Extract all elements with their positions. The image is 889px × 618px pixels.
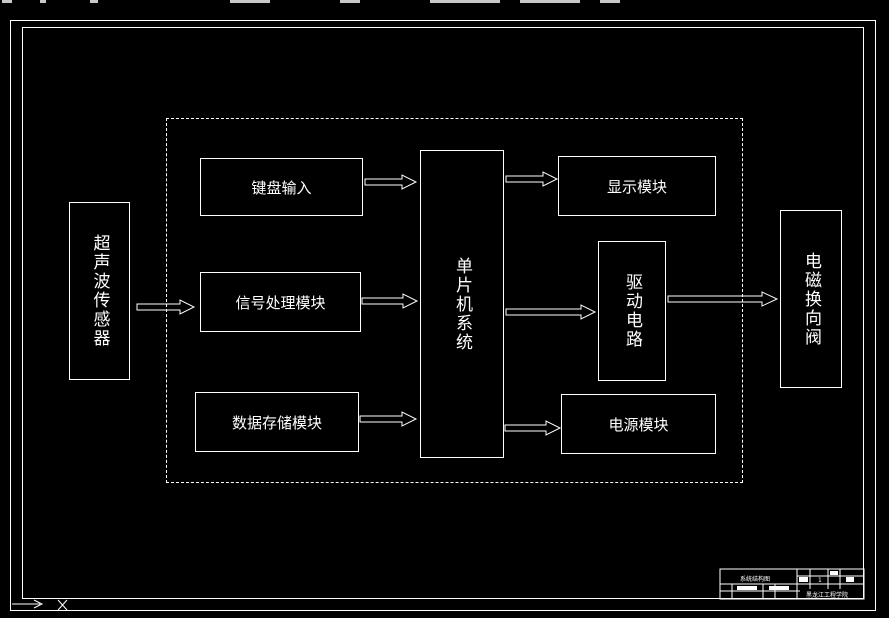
ultrasonic-sensor-block: 超声波传感器 — [69, 202, 130, 380]
data-storage-block: 数据存储模块 — [195, 392, 359, 452]
arrow-mcu-to-power — [504, 420, 562, 436]
ucs-icon — [12, 599, 68, 611]
data-storage-label: 数据存储模块 — [231, 413, 322, 432]
solenoid-valve-label: 电磁换向阀 — [801, 251, 821, 347]
drive-circuit-label: 驱动电路 — [622, 273, 642, 349]
title-block-grid — [719, 568, 865, 600]
power-module-block: 电源模块 — [561, 394, 716, 454]
arrow-mcu-to-display — [505, 171, 559, 187]
control-unit-boundary — [166, 118, 743, 483]
inner-frame — [22, 27, 864, 599]
keyboard-input-block: 键盘输入 — [200, 158, 363, 216]
title-block-school: 黑龙江工程学院 — [806, 592, 849, 599]
arrow-keyboard-to-mcu — [364, 174, 418, 190]
outer-frame — [10, 20, 876, 611]
arrow-mcu-to-drive — [505, 304, 597, 320]
arrow-drive-to-valve — [667, 291, 779, 307]
title-block-sheet-number: 1 — [818, 577, 822, 584]
arrow-storage-to-mcu — [359, 411, 418, 427]
toolbar-strip — [0, 0, 889, 5]
mcu-system-block: 单片机系统 — [420, 150, 504, 458]
keyboard-input-label: 键盘输入 — [251, 178, 312, 197]
title-block-fills — [737, 571, 854, 590]
title-block-drawing-name: 系统结构图 — [740, 576, 771, 583]
signal-processing-label: 信号处理模块 — [235, 293, 326, 312]
mcu-system-label: 单片机系统 — [452, 256, 472, 352]
drive-circuit-block: 驱动电路 — [598, 241, 666, 381]
power-module-label: 电源模块 — [608, 415, 669, 434]
arrow-signal-to-mcu — [361, 293, 419, 309]
signal-processing-block: 信号处理模块 — [200, 272, 361, 332]
arrow-sensor-to-signal — [136, 299, 196, 315]
ultrasonic-sensor-label: 超声波传感器 — [89, 234, 110, 348]
display-module-label: 显示模块 — [606, 177, 667, 196]
display-module-block: 显示模块 — [558, 156, 716, 216]
solenoid-valve-block: 电磁换向阀 — [780, 210, 842, 388]
